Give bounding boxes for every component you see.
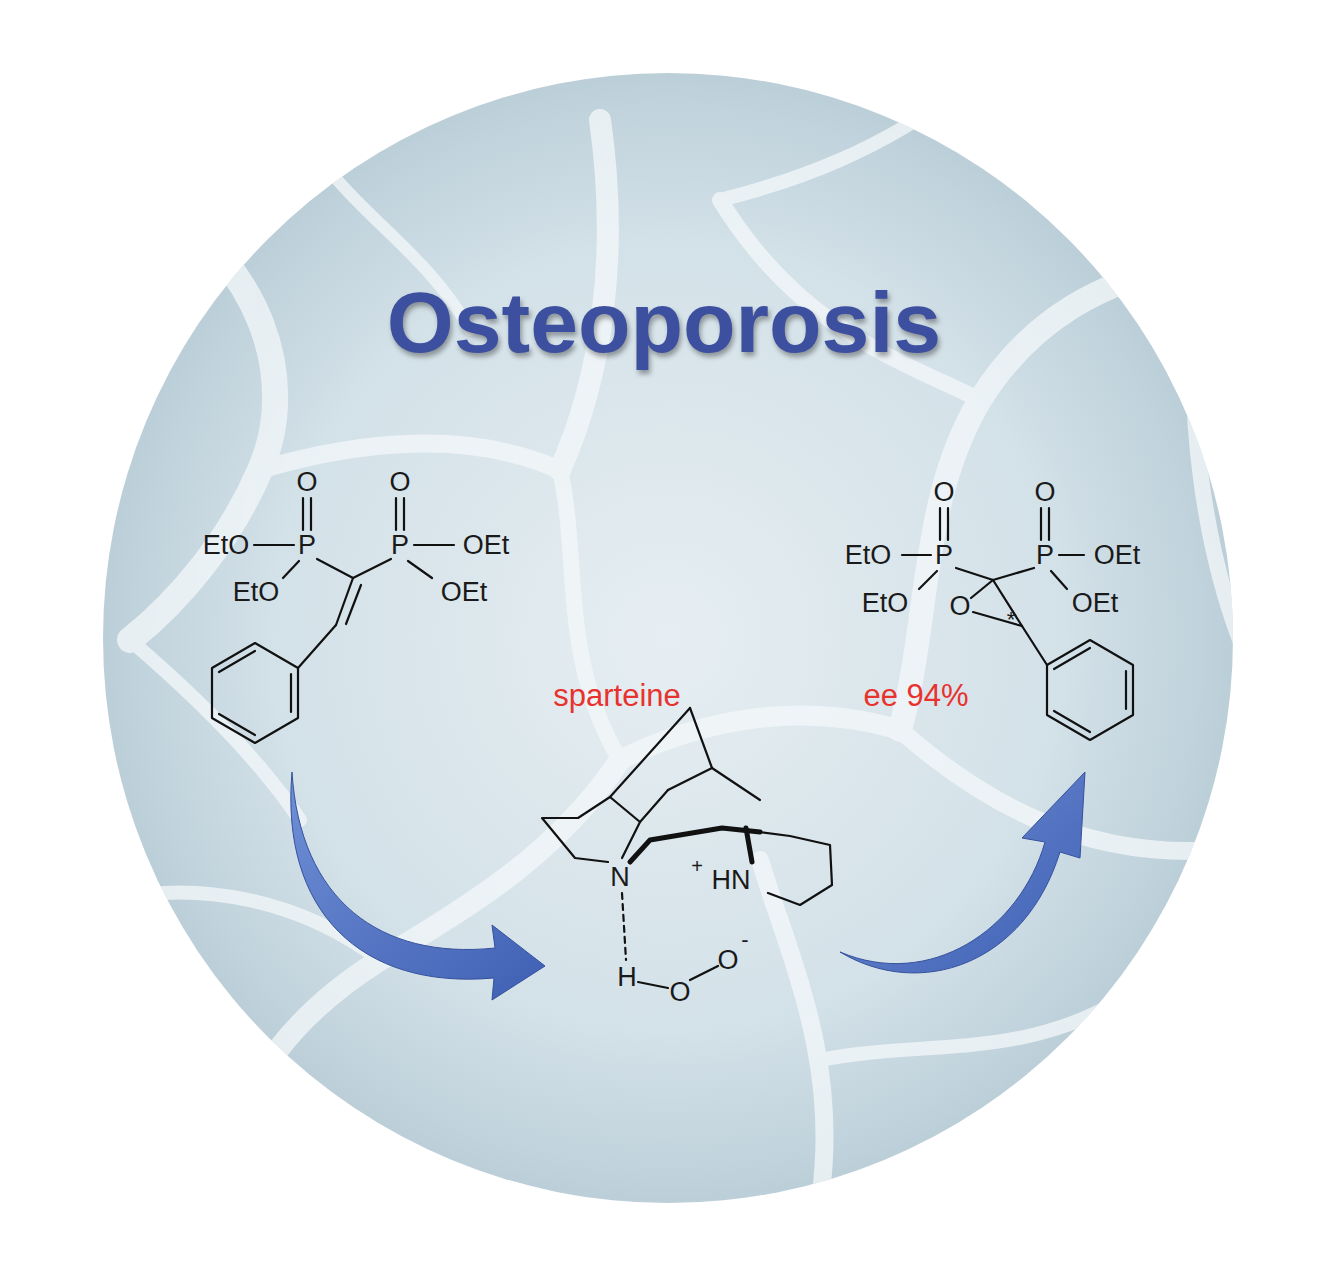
atom-label: OEt	[1094, 542, 1141, 569]
atom-label: OEt	[441, 579, 488, 606]
atom-label: O	[949, 593, 970, 620]
atom-label: P	[1036, 542, 1054, 569]
bone-disc	[103, 73, 1233, 1203]
bone-texture	[110, 90, 1240, 1200]
title: Osteoporosis	[387, 279, 941, 365]
atom-label: EtO	[845, 542, 892, 569]
ee-value: ee 94%	[863, 680, 968, 711]
atom-label: O	[933, 479, 954, 506]
atom-label: OEt	[463, 532, 510, 559]
atom-label: O	[296, 469, 317, 496]
atom-label: EtO	[862, 590, 909, 617]
atom-label: P	[391, 532, 409, 559]
atom-label: P	[298, 532, 316, 559]
atom-label: O	[1034, 479, 1055, 506]
atom-label: OEt	[1072, 590, 1119, 617]
reaction-arrows	[291, 772, 1085, 1000]
atom-label: H	[617, 964, 637, 991]
sparteine-structure	[542, 708, 832, 988]
atom-label: N	[610, 864, 630, 891]
atom-label: O	[669, 979, 690, 1006]
atom-label: P	[935, 542, 953, 569]
atom-label: HN	[712, 867, 751, 894]
atom-label: O	[389, 469, 410, 496]
atom-label: EtO	[203, 532, 250, 559]
catalyst-name: sparteine	[553, 680, 681, 711]
atom-label: EtO	[233, 579, 280, 606]
charge-sign: +	[691, 856, 703, 876]
atom-label: O	[717, 947, 738, 974]
charge-sign: -	[741, 929, 748, 951]
stereocenter-mark: *	[1007, 609, 1016, 631]
